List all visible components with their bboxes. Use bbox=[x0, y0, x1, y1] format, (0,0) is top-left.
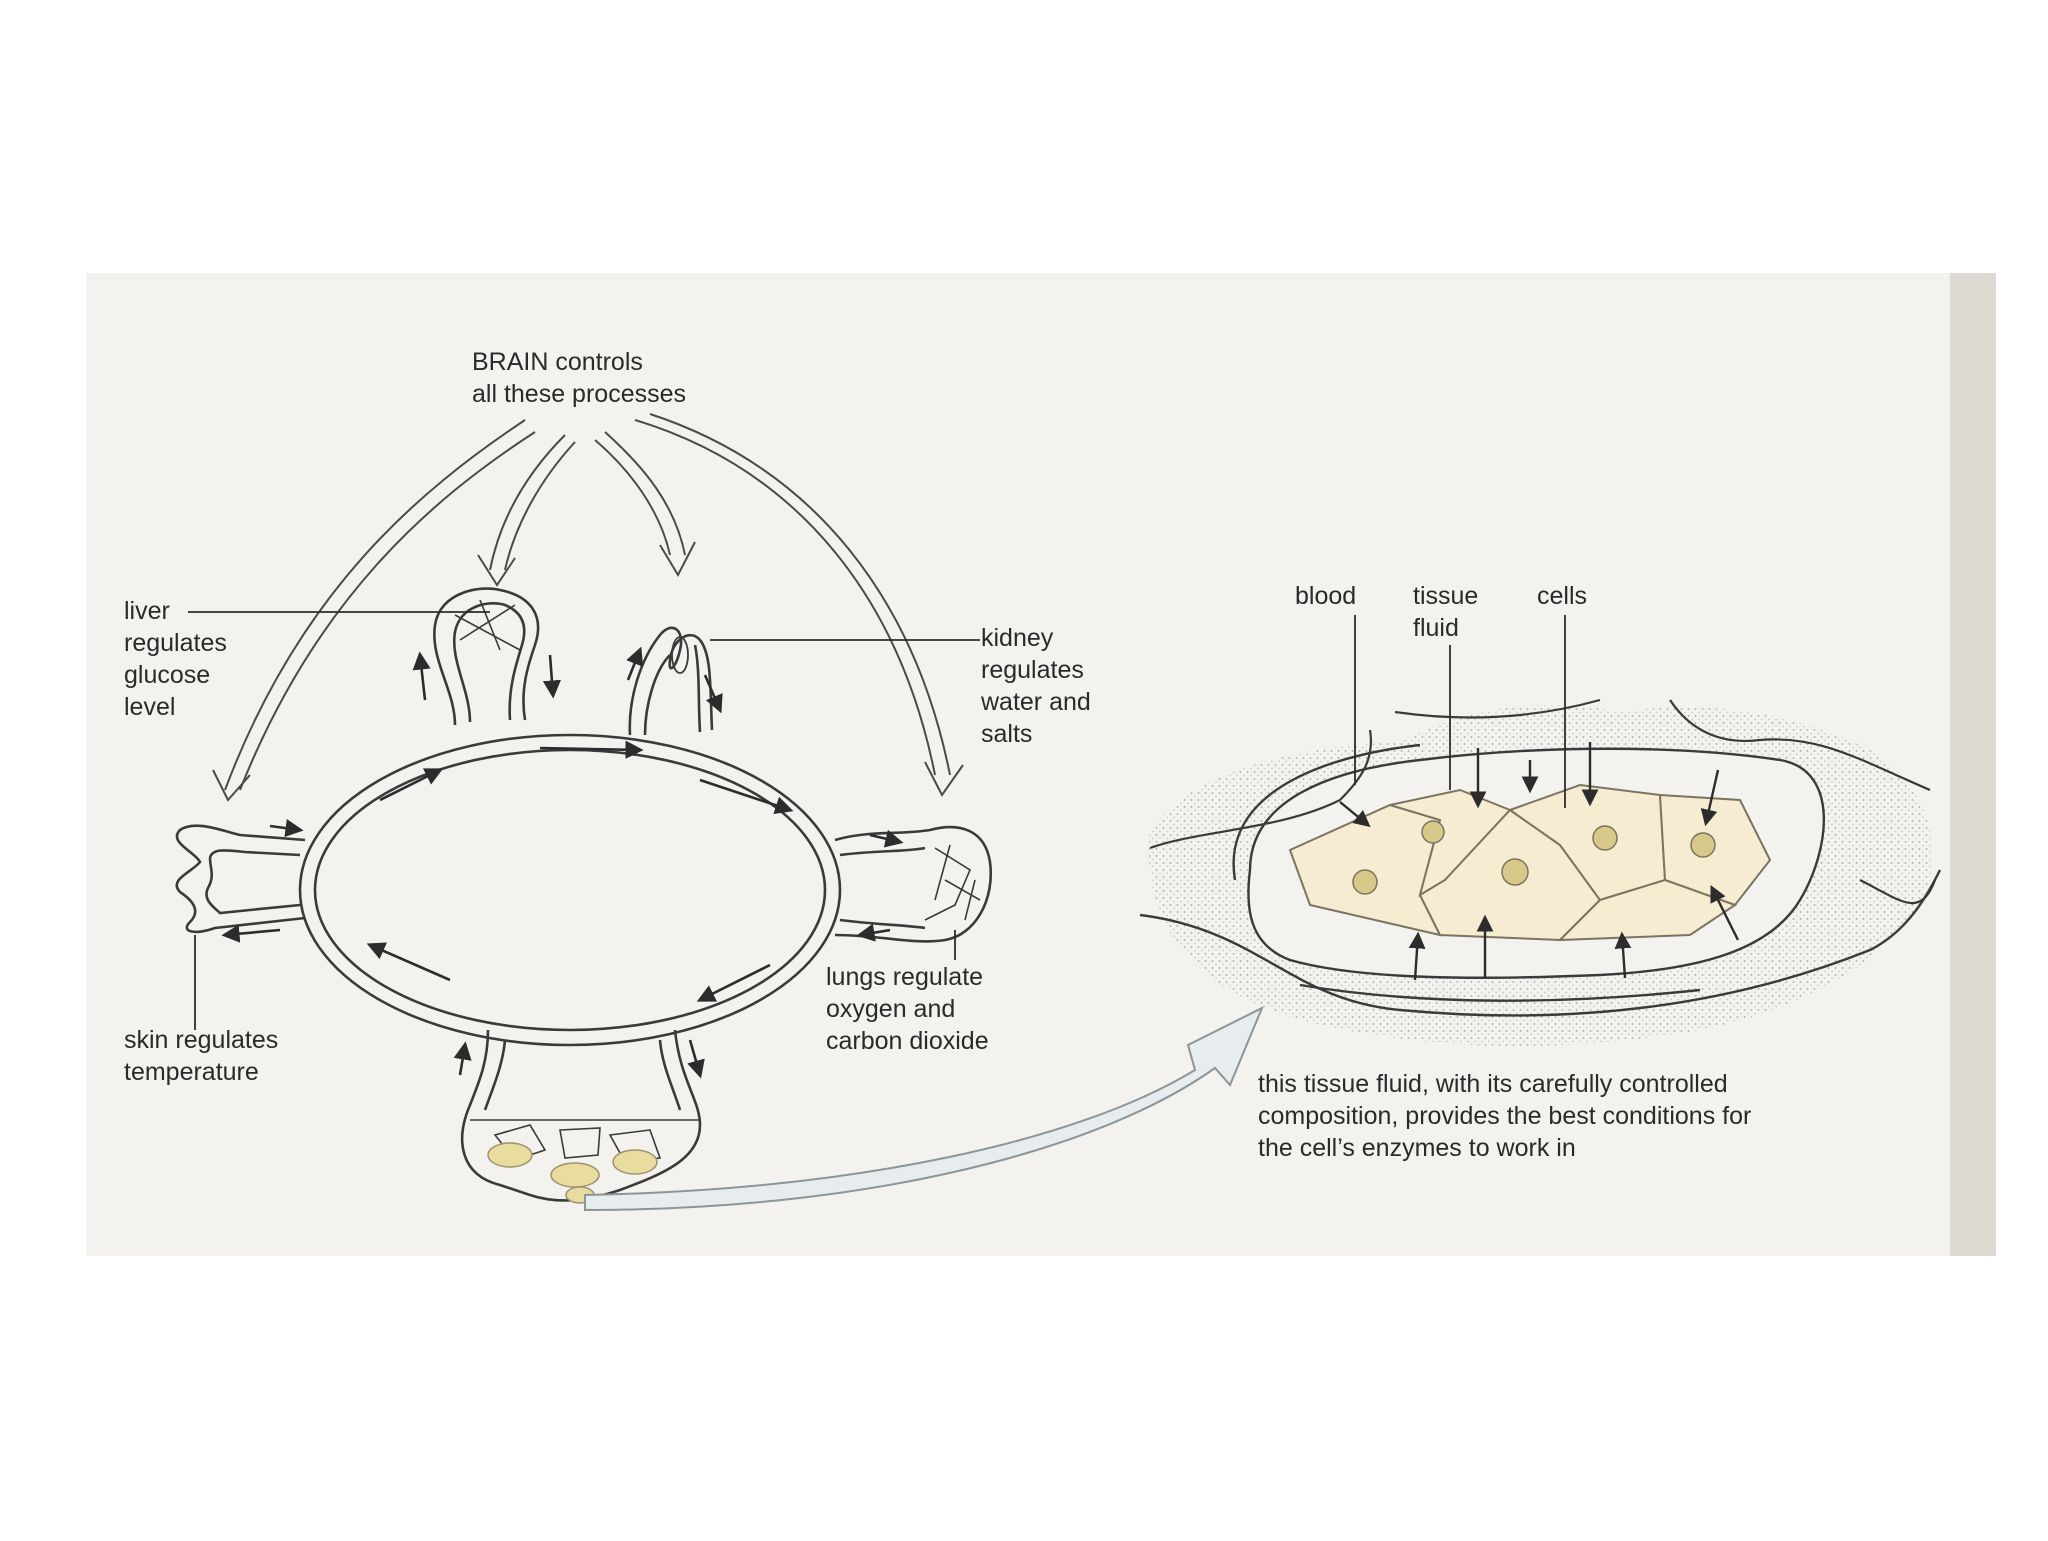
skin-label: skin regulates temperature bbox=[124, 1024, 278, 1088]
kidney-label: kidney regulates water and salts bbox=[981, 622, 1091, 750]
section-leader-lines bbox=[1354, 615, 1566, 808]
kidney-label-line-4: salts bbox=[981, 720, 1033, 748]
skin-organ bbox=[175, 824, 306, 934]
liver-label: liver regulates glucose level bbox=[124, 595, 227, 723]
lungs-label-line-1: lungs regulate bbox=[826, 963, 984, 991]
blood-label: blood bbox=[1295, 580, 1356, 612]
cells-label: cells bbox=[1537, 580, 1587, 612]
page-edge-shadow bbox=[1950, 273, 1996, 1256]
tissue-fluid-label-line-1: tissue bbox=[1413, 582, 1479, 610]
caption-line-1: this tissue fluid, with its carefully co… bbox=[1258, 1070, 1728, 1098]
caption-line-3: the cell’s enzymes to work in bbox=[1258, 1134, 1576, 1162]
caption-line-2: composition, provides the best condition… bbox=[1258, 1102, 1752, 1130]
kidney-organ bbox=[628, 626, 714, 736]
kidney-label-line-3: water and bbox=[981, 688, 1091, 716]
brain-label: BRAIN controls all these processes bbox=[472, 346, 686, 410]
caption: this tissue fluid, with its carefully co… bbox=[1258, 1068, 1751, 1164]
tissue-fluid-label: tissue fluid bbox=[1413, 580, 1478, 644]
brain-label-line-2: all these processes bbox=[472, 380, 687, 408]
liver-organ bbox=[433, 587, 540, 726]
kidney-label-line-2: regulates bbox=[981, 656, 1084, 684]
lungs-organ bbox=[834, 825, 993, 943]
tissue-section bbox=[1139, 615, 1942, 1047]
brain-label-line-1: BRAIN controls bbox=[472, 348, 643, 376]
brain-control-arrows bbox=[212, 413, 964, 802]
flow-arrows bbox=[221, 646, 904, 1079]
kidney-label-line-1: kidney bbox=[981, 624, 1054, 652]
circulation-loop bbox=[298, 733, 842, 1047]
cell-nuclei bbox=[1352, 820, 1716, 895]
tissue-fluid-label-line-2: fluid bbox=[1413, 614, 1459, 642]
lungs-label: lungs regulate oxygen and carbon dioxide bbox=[826, 961, 989, 1057]
exchange-arrows bbox=[1339, 742, 1740, 981]
leader-lines bbox=[188, 611, 980, 1030]
lungs-label-line-3: carbon dioxide bbox=[826, 1027, 989, 1055]
blood-label-line-1: blood bbox=[1295, 582, 1357, 610]
liver-label-line-4: level bbox=[124, 693, 176, 721]
connecting-arrow bbox=[584, 1005, 1264, 1212]
skin-label-line-2: temperature bbox=[124, 1058, 259, 1086]
cells-label-line-1: cells bbox=[1537, 582, 1588, 610]
lungs-label-line-2: oxygen and bbox=[826, 995, 956, 1023]
liver-label-line-2: regulates bbox=[124, 629, 227, 657]
skin-label-line-1: skin regulates bbox=[124, 1026, 279, 1054]
liver-label-line-1: liver bbox=[124, 597, 170, 625]
liver-label-line-3: glucose bbox=[124, 661, 211, 689]
